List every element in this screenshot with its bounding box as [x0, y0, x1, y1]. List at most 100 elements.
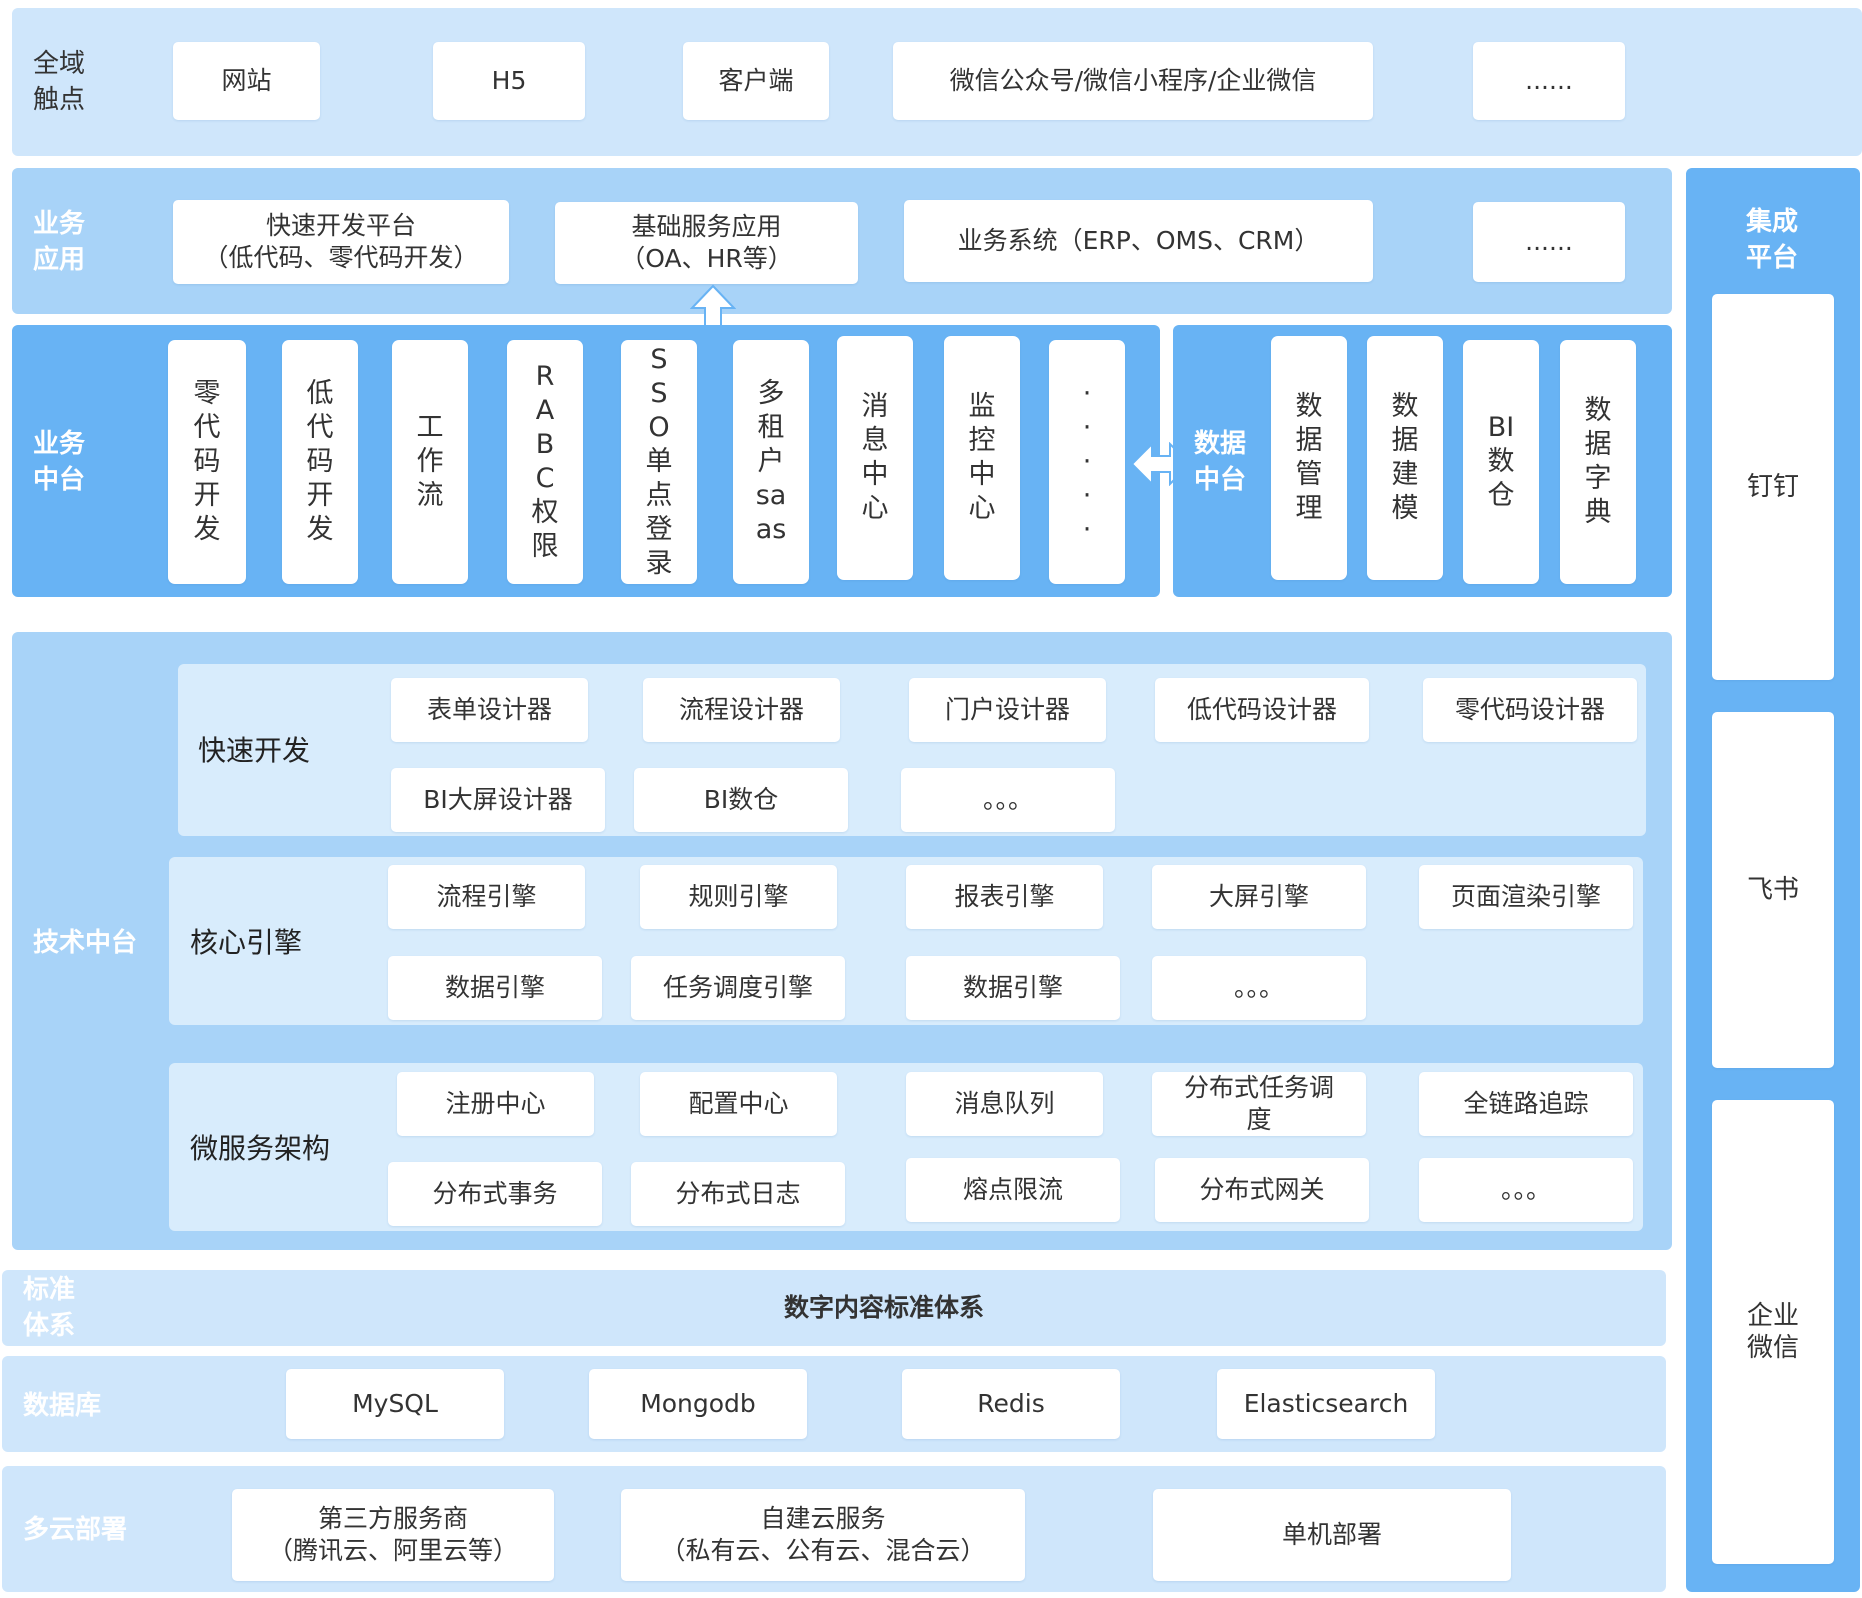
business-middle-monitor-center-char: 中: [968, 459, 996, 490]
business-middle-multi-tenant-saas-char: sa: [755, 480, 787, 511]
business-middle-more-char: ·: [1082, 514, 1092, 545]
business-middle-workflow-char: 流: [416, 480, 444, 511]
business-middle-sso-login-char: O: [648, 412, 670, 443]
deploy-standalone: 单机部署: [1153, 1489, 1511, 1581]
integration-label: 集成 平台: [1746, 207, 1799, 273]
data-middle-data-modeling-char: 据: [1391, 425, 1419, 456]
standards-content: 数字内容标准体系: [784, 1293, 985, 1322]
rapid-dev-row1-item-0: 表单设计器: [391, 678, 588, 742]
business-middle-rbac-permission-char: 限: [531, 531, 559, 562]
business-middle-message-center-char: 消: [861, 391, 889, 422]
microservice-row2-item-2: 熔点限流: [906, 1158, 1120, 1222]
business-apps-label: 业务 应用: [33, 209, 86, 275]
data-middle-data-dictionary-char: 据: [1584, 429, 1612, 460]
business-middle-message-center-char: 中: [861, 459, 889, 490]
microservice-label: 微服务架构: [190, 1132, 331, 1165]
business-middle-multi-tenant-saas-char: 多: [757, 378, 785, 409]
microservice-row1-item-1: 配置中心: [640, 1072, 837, 1136]
business-middle-message-center-text: 消息中心: [862, 390, 889, 526]
rapid-dev-row1-item-1: 流程设计器: [643, 678, 840, 742]
business-middle-more-text: ·····: [1083, 377, 1092, 547]
db-mysql: MySQL: [286, 1369, 504, 1439]
business-middle-low-code-dev-text: 低代码开发: [307, 377, 334, 547]
business-middle-low-code-dev-char: 发: [306, 514, 334, 545]
business-middle-zero-code-dev-char: 码: [193, 446, 221, 477]
db-elasticsearch: Elasticsearch: [1217, 1369, 1435, 1439]
business-middle-rbac-permission-char: 权: [531, 497, 559, 528]
microservice-row2-item-0: 分布式事务: [388, 1162, 602, 1226]
data-middle-bi-warehouse-char: 数: [1487, 446, 1515, 477]
rapid-dev-row1-item-2: 门户设计器: [909, 678, 1106, 742]
rapid-dev-row2-item-1: BI数仓: [634, 768, 848, 832]
business-middle-sso-login-char: S: [650, 344, 668, 375]
touchpoints-label: 全域 触点: [33, 49, 86, 115]
data-middle-data-modeling: 数据建模: [1367, 336, 1443, 580]
business-middle-message-center-char: 息: [861, 425, 889, 456]
business-middle-sso-login-char: 录: [645, 548, 673, 579]
standards-layer: [2, 1270, 1666, 1346]
data-middle-bi-warehouse-char: 仓: [1487, 480, 1515, 511]
data-middle-bi-warehouse-char: BI: [1487, 412, 1515, 443]
data-middle-data-dictionary-char: 典: [1584, 497, 1612, 528]
business-middle-multi-tenant-saas-char: 租: [757, 412, 785, 443]
touchpoint-website: 网站: [173, 42, 320, 120]
business-middle-rbac-permission-char: C: [535, 463, 555, 494]
business-middle-low-code-dev-char: 低: [306, 378, 334, 409]
core-engine-label: 核心引擎: [190, 926, 303, 959]
business-middle-monitor-center-char: 控: [968, 425, 996, 456]
business-middle-monitor-center-char: 心: [968, 493, 996, 524]
app-basic-services: 基础服务应用 （OA、HR等）: [555, 202, 858, 284]
microservice-row1-item-0: 注册中心: [397, 1072, 594, 1136]
business-middle-rbac-permission-char: B: [535, 429, 555, 460]
business-middle-multi-tenant-saas-char: as: [755, 514, 787, 545]
microservice-row1-item-2: 消息队列: [906, 1072, 1103, 1136]
tech-middle-label: 技术中台: [33, 928, 138, 958]
core-engine-row2-item-1: 任务调度引擎: [631, 956, 845, 1020]
business-middle-rbac-permission-char: R: [535, 361, 555, 392]
touchpoint-more: ......: [1473, 42, 1625, 120]
business-middle-more: ·····: [1049, 340, 1125, 584]
data-middle-data-management-char: 管: [1295, 459, 1323, 490]
deploy-third-party: 第三方服务商 （腾讯云、阿里云等）: [232, 1489, 554, 1581]
rapid-dev-label: 快速开发: [198, 734, 311, 767]
business-middle-monitor-center-char: 监: [968, 391, 996, 422]
db-mongodb: Mongodb: [589, 1369, 807, 1439]
touchpoint-wechat: 微信公众号/微信小程序/企业微信: [893, 42, 1373, 120]
business-middle-zero-code-dev-text: 零代码开发: [194, 377, 221, 547]
integration-dingtalk: 钉钉: [1712, 294, 1834, 680]
data-middle-data-dictionary-char: 字: [1584, 463, 1612, 494]
app-rapid-dev-platform: 快速开发平台 （低代码、零代码开发）: [173, 200, 509, 284]
business-middle-low-code-dev: 低代码开发: [282, 340, 358, 584]
business-middle-sso-login-char: S: [650, 378, 668, 409]
data-middle-data-dictionary: 数据字典: [1560, 340, 1636, 584]
data-middle-data-management-char: 数: [1295, 391, 1323, 422]
integration-feishu: 飞书: [1712, 712, 1834, 1068]
business-middle-sso-login-char: 登: [645, 514, 673, 545]
business-middle-low-code-dev-char: 开: [306, 480, 334, 511]
core-engine-row1-item-3: 大屏引擎: [1152, 865, 1366, 929]
data-middle-label: 数据 中台: [1194, 429, 1247, 495]
app-more: ......: [1473, 202, 1625, 282]
rapid-dev-row1-item-3: 低代码设计器: [1155, 678, 1369, 742]
multicloud-label: 多云部署: [23, 1515, 128, 1545]
business-middle-workflow: 工作流: [392, 340, 468, 584]
rapid-dev-row2-item-2: 。。。: [901, 768, 1115, 832]
business-middle-zero-code-dev-char: 开: [193, 480, 221, 511]
app-business-systems: 业务系统（ERP、OMS、CRM）: [904, 200, 1373, 282]
core-engine-row1-item-0: 流程引擎: [388, 865, 585, 929]
data-middle-data-modeling-text: 数据建模: [1392, 390, 1419, 526]
microservice-row2-item-4: 。。。: [1419, 1158, 1633, 1222]
data-middle-data-modeling-char: 数: [1391, 391, 1419, 422]
business-middle-workflow-char: 作: [416, 446, 444, 477]
business-middle-workflow-text: 工作流: [417, 411, 444, 513]
business-middle-zero-code-dev-char: 发: [193, 514, 221, 545]
rapid-dev-row1-item-4: 零代码设计器: [1423, 678, 1637, 742]
